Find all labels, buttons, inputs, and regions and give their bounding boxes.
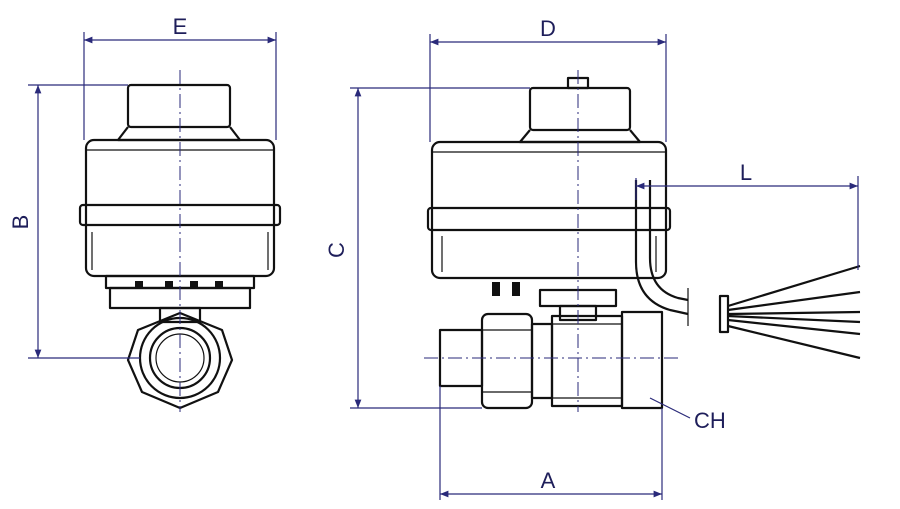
dimension-E: E [83,14,277,140]
dimension-CH: CH [649,397,726,433]
dimension-label-A: A [541,468,556,493]
dimension-C: C [324,87,530,409]
dimension-D: D [429,16,667,142]
dimension-A: A [439,386,663,500]
dimension-label-CH: CH [694,408,726,433]
dimension-label-B: B [8,215,33,230]
dimension-L: L [635,160,859,270]
dimension-label-C: C [324,242,349,258]
dimension-label-D: D [540,16,556,41]
side-view [424,70,861,412]
dimension-label-E: E [173,14,188,39]
dimension-B: B [8,84,140,359]
front-view [78,70,282,412]
dimension-label-L: L [740,160,752,185]
